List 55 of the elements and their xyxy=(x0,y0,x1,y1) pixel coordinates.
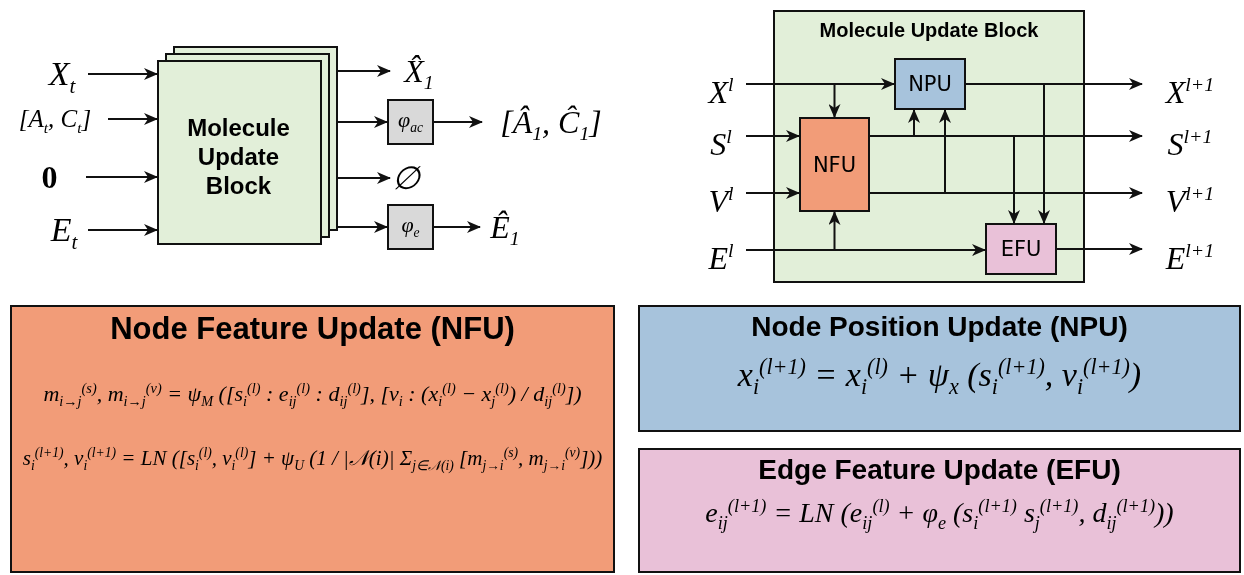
arrow xyxy=(337,172,391,184)
arrow xyxy=(433,116,483,128)
block-label: Molecule Update Block xyxy=(186,114,291,201)
math-label: [Â$_{1}$, Ĉ$_{1}$] xyxy=(482,102,620,142)
module-box xyxy=(799,117,870,212)
equation-panel xyxy=(10,305,615,573)
math-label: [A$_{t}$, C$_{t}$] xyxy=(2,101,108,137)
math-label: X̂$_{1}$ xyxy=(390,52,448,90)
math-label: E$^{l}$ xyxy=(696,232,746,268)
function-label: φ$_{ac}$ xyxy=(397,107,423,137)
arrow xyxy=(433,221,481,233)
math-label: S$^{l}$ xyxy=(696,118,746,154)
container-title: Molecule Update Block xyxy=(818,18,1040,42)
equation-panel xyxy=(638,305,1241,432)
math-label: V$^{l}$ xyxy=(696,175,746,211)
arrow xyxy=(337,221,388,233)
arrow xyxy=(87,224,158,236)
arrow xyxy=(745,130,800,142)
stacked-block xyxy=(157,46,338,245)
equation: m$_{i→j}$$^{(s)}$, m$_{i→j}$$^{(v)}$ = ψ$_{M}$ ([s$_{i}$$^{(l)}$ : e$_{ij}$$^{(l)}$ : d$_{ij}$$^{(l)}$], [v$_{i}$ : (x$_{i}$$^{(l)}$ − x$_{j}$$^{(l)}$) / d$_{ij}$$^{(l)}$]) xyxy=(43,378,582,412)
math-label: X$_{t}$ xyxy=(36,56,88,92)
module-container xyxy=(773,10,1085,283)
math-label: Ê$_{1}$ xyxy=(480,208,530,246)
panel-title: Node Feature Update (NFU) xyxy=(110,311,515,347)
arrow xyxy=(869,135,1020,224)
math-label: E$^{l+1}$ xyxy=(1142,231,1238,269)
math-label: V$^{l+1}$ xyxy=(1142,174,1238,212)
arrow xyxy=(87,68,158,80)
arrow xyxy=(337,65,391,77)
arrow xyxy=(337,116,388,128)
math-label: X$^{l}$ xyxy=(696,66,746,102)
equation: e$_{ij}$$^{(l+1)}$ = LN (e$_{ij}$$^{(l)}$ + φ$_{e}$ (s$_{i}$$^{(l+1)}$ s$_{j}$$^{(l+1)}$, d$_{ij}$$^{(l+1)}$)) xyxy=(705,494,1174,535)
module-box xyxy=(894,58,966,110)
arrow xyxy=(965,83,1050,224)
panel-title: Edge Feature Update (EFU) xyxy=(758,454,1121,486)
module-label: EFU xyxy=(1000,237,1042,261)
arrow xyxy=(1056,243,1143,255)
math-label: E$_{t}$ xyxy=(40,212,88,248)
function-box xyxy=(387,99,434,145)
arrow xyxy=(107,113,158,125)
module-box xyxy=(985,223,1057,275)
math-label: ∅ xyxy=(390,160,422,196)
function-label: φ$_{e}$ xyxy=(401,212,420,242)
equation: s$_{i}$$^{(l+1)}$, v$_{i}$$^{(l+1)}$ = LN ([s$_{i}$$^{(l)}$, v$_{i}$$^{(l)}$] + ψ$_{U}$ (1 / |𝒩(i)| Σ$_{j∈𝒩(i)}$ [m$_{j→i}$$^{(s)}$, m$_{j→i}$$^{(v)}$])) xyxy=(22,443,603,475)
math-label: 0⃗ xyxy=(38,155,86,199)
math-label: X$^{l+1}$ xyxy=(1142,65,1238,103)
panel-title: Node Position Update (NPU) xyxy=(751,311,1128,343)
math-label: S$^{l+1}$ xyxy=(1142,117,1238,155)
module-label: NFU xyxy=(812,152,857,177)
equation: x$_{i}$$^{(l+1)}$ = x$_{i}$$^{(l)}$ + ψ$_{x}$ (s$_{i}$$^{(l+1)}$, v$_{i}$$^{(l+1)}$) xyxy=(737,352,1142,401)
arrow xyxy=(745,187,800,199)
arrow xyxy=(85,171,158,183)
module-label: NPU xyxy=(908,72,952,96)
function-box xyxy=(387,204,434,250)
equation-panel xyxy=(638,448,1241,573)
